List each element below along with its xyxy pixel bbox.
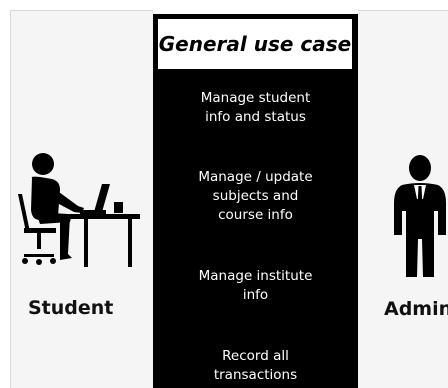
use-case-column <box>153 14 358 388</box>
use-case-item: Manage institute info <box>198 268 313 303</box>
use-case-item: Record all transactions <box>213 348 298 383</box>
use-case-item: Manage / update subjects and course info <box>198 169 313 223</box>
businessman-icon <box>394 155 446 277</box>
use-case-item: Manage student info and status <box>200 90 311 125</box>
diagram-title: General use case <box>158 32 352 56</box>
title-box: General use case <box>157 18 353 70</box>
student-label: Student <box>28 297 114 319</box>
admin-label: Admin <box>384 298 448 320</box>
person-at-desk-icon <box>18 153 140 267</box>
